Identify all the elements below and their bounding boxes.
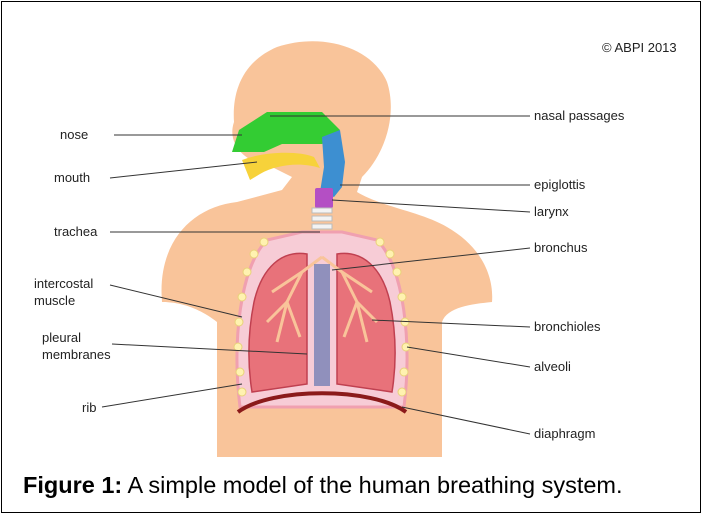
label-nasal-passages: nasal passages (534, 108, 625, 123)
caption-text: A simple model of the human breathing sy… (122, 472, 622, 498)
breathing-system-diagram: © ABPI 2013 (2, 2, 704, 462)
caption-prefix: Figure 1: (23, 472, 122, 498)
mediastinum (314, 264, 330, 386)
label-intercostal: intercostal (34, 276, 93, 291)
label-epiglottis: epiglottis (534, 177, 586, 192)
figure-caption: Figure 1: A simple model of the human br… (23, 472, 693, 499)
label-muscle: muscle (34, 293, 75, 308)
label-mouth: mouth (54, 170, 90, 185)
label-rib: rib (82, 400, 96, 415)
label-bronchioles: bronchioles (534, 319, 601, 334)
label-bronchus: bronchus (534, 240, 588, 255)
label-trachea: trachea (54, 224, 98, 239)
label-alveoli: alveoli (534, 359, 571, 374)
label-diaphragm: diaphragm (534, 426, 595, 441)
label-pleural: pleural (42, 330, 81, 345)
label-membranes: membranes (42, 347, 111, 362)
copyright-text: © ABPI 2013 (602, 40, 677, 55)
larynx-shape (315, 188, 333, 208)
label-larynx: larynx (534, 204, 569, 219)
label-nose: nose (60, 127, 88, 142)
